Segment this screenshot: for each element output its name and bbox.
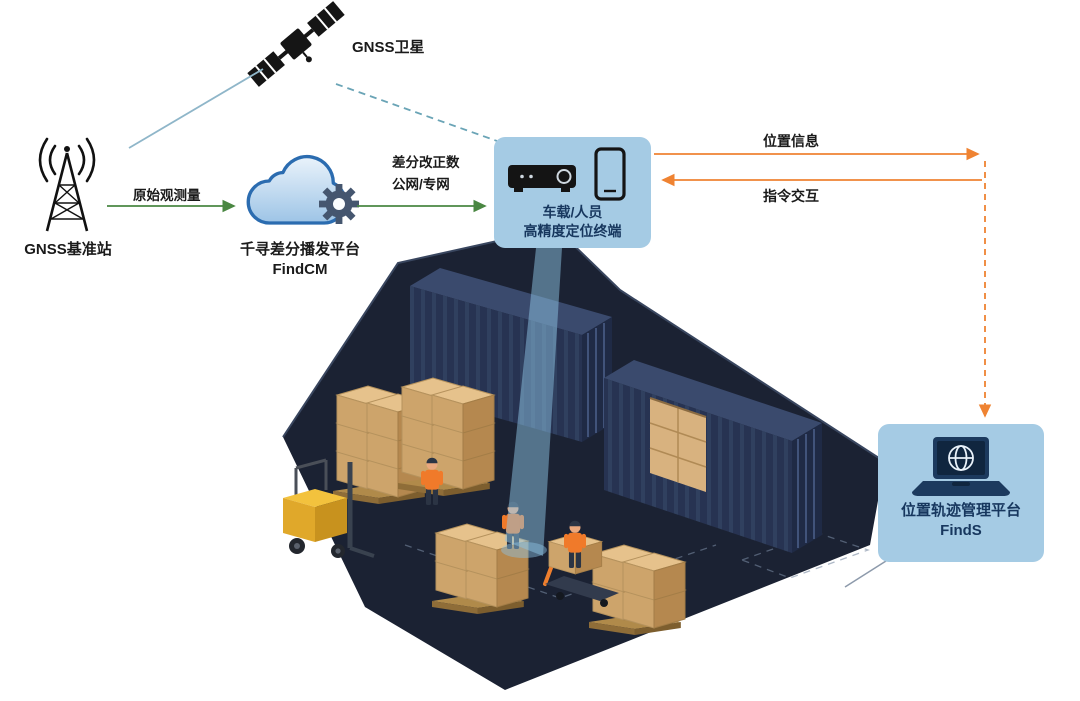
command-interaction-label: 指令交互 — [763, 188, 819, 204]
pallet-truck — [543, 533, 619, 607]
terminal-label-line2: 高精度定位终端 — [523, 223, 622, 239]
corrections-label: 差分改正数 公网/专网 — [392, 152, 460, 196]
corrections-label-line1: 差分改正数 — [392, 155, 460, 170]
cloud-label: 千寻差分播发平台 FindCM — [216, 240, 384, 280]
laptop-globe-icon — [912, 437, 1010, 496]
positioning-beam — [501, 248, 562, 558]
platform-label-product: FindS — [940, 522, 982, 539]
cloud-product: FindCM — [272, 261, 328, 278]
corrections-label-line2: 公网/专网 — [392, 177, 450, 192]
terminal-icons — [507, 147, 626, 201]
cloud-title: 千寻差分播发平台 — [239, 241, 360, 258]
platform-label-title: 位置轨迹管理平台 — [900, 502, 1021, 519]
edge-satellite-to-terminal-line — [335, 83, 498, 142]
terminal-callout: 车载/人员 高精度定位终端 — [494, 137, 651, 248]
container-cargo-opening — [649, 397, 707, 492]
shipping-container-front — [604, 360, 822, 553]
platform-callout-tail — [844, 560, 887, 588]
terminal-label-line1: 车载/人员 — [542, 204, 603, 220]
raw-observation-label: 原始观测量 — [133, 188, 201, 203]
satellite-label: GNSS卫星 — [352, 39, 425, 56]
forklift — [283, 458, 375, 558]
position-info-label: 位置信息 — [763, 133, 819, 149]
gear-icon — [319, 184, 359, 224]
platform-callout: 位置轨迹管理平台 FindS — [878, 424, 1044, 562]
platform-label: 位置轨迹管理平台 FindS — [878, 501, 1044, 541]
terminal-label: 车载/人员 高精度定位终端 — [494, 203, 651, 241]
warehouse-illustration — [282, 226, 886, 690]
radio-tower-icon — [38, 137, 96, 232]
vehicle-receiver-icon — [507, 165, 576, 192]
smartphone-icon — [593, 147, 626, 201]
edge-satellite-to-base-line — [128, 68, 264, 149]
gnss-satellite-icon — [247, 1, 345, 87]
base-station-label: GNSS基准站 — [24, 241, 112, 258]
